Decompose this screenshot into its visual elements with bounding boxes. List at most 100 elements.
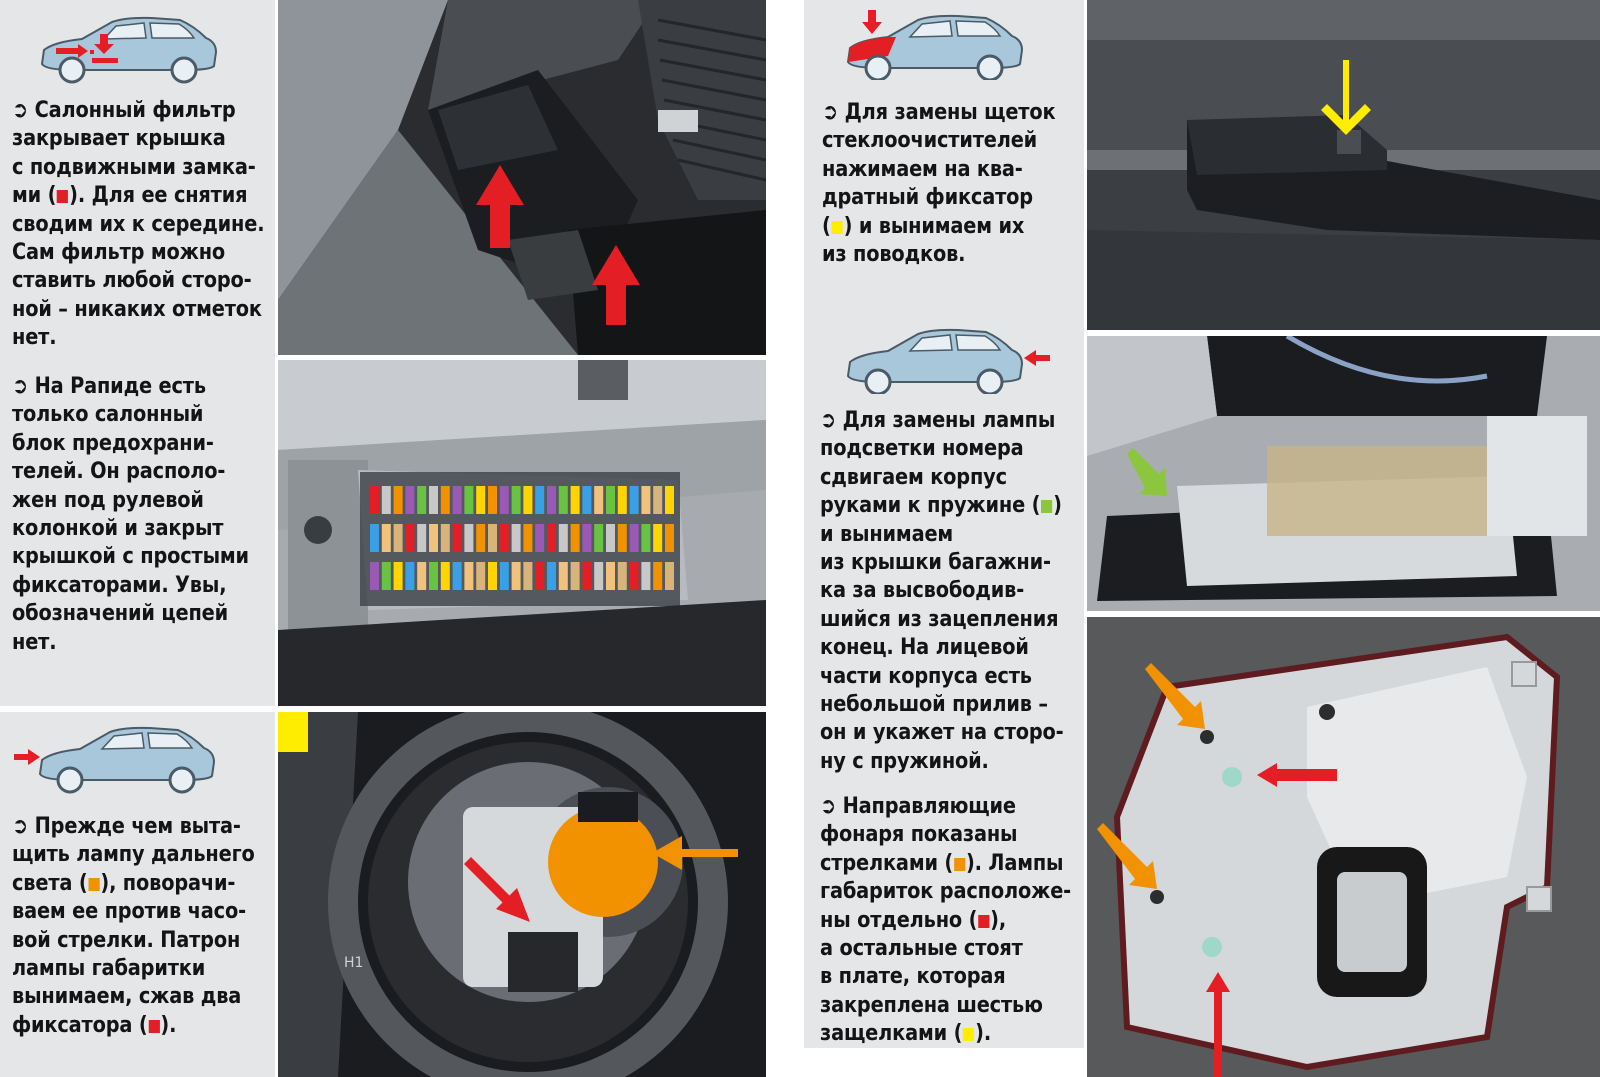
fuse bbox=[523, 562, 533, 590]
yellow-marker-swatch bbox=[963, 1028, 975, 1042]
fuse bbox=[405, 486, 415, 514]
caption-line: он и укажет на сторо- bbox=[820, 719, 1064, 746]
orange-marker-swatch bbox=[88, 877, 100, 891]
circled-arrow-icon: ➲ bbox=[12, 373, 29, 399]
caption-line: Для замены лампы bbox=[842, 407, 1056, 433]
fuse bbox=[370, 562, 379, 590]
fuse bbox=[547, 524, 556, 552]
fuse bbox=[582, 562, 592, 590]
caption-line: ны отдельно ( bbox=[820, 906, 978, 933]
caption-line: габариток расположе- bbox=[820, 878, 1072, 905]
fuse bbox=[582, 486, 592, 514]
caption-line: фиксаторами. Увы, bbox=[12, 571, 227, 598]
caption-line: в плате, которая bbox=[820, 963, 1006, 990]
yellow-marker-swatch bbox=[831, 220, 843, 234]
caption-line: руками к пружине ( bbox=[820, 492, 1041, 519]
fuse bbox=[606, 486, 615, 514]
caption-line: а остальные стоят bbox=[820, 935, 1023, 962]
fuse-box-photo bbox=[278, 360, 766, 706]
caption-line: ), bbox=[990, 906, 1007, 933]
caption-line: небольшой прилив – bbox=[820, 691, 1048, 718]
fuse bbox=[641, 486, 651, 514]
fuse bbox=[405, 562, 415, 590]
sedan-car-icon bbox=[14, 726, 216, 794]
caption-line: сводим их к середине. bbox=[12, 210, 265, 237]
fuse bbox=[417, 524, 427, 552]
green-arrow-icon bbox=[1127, 448, 1167, 496]
fuse bbox=[393, 486, 403, 514]
caption-line: Направляющие bbox=[842, 793, 1016, 819]
fuse bbox=[570, 524, 580, 552]
fuse bbox=[523, 486, 533, 514]
caption-line: ставить любой сторо- bbox=[12, 267, 252, 294]
right-text-panel bbox=[804, 0, 1084, 1048]
caption-line: ми ( bbox=[12, 182, 57, 209]
caption-line: лампы габаритки bbox=[12, 955, 206, 982]
sedan-car-icon bbox=[40, 16, 218, 84]
caption-line: ка за высвободив- bbox=[820, 577, 1025, 604]
caption-line: дратный фиксатор bbox=[822, 184, 1033, 211]
fuse bbox=[547, 562, 556, 590]
sedan-car-icon bbox=[846, 10, 1024, 80]
fuse bbox=[499, 524, 509, 552]
caption-line: шийся из зацепления bbox=[820, 605, 1059, 632]
fuse bbox=[405, 524, 415, 552]
caption-line: Для замены щеток bbox=[844, 99, 1056, 125]
fuse bbox=[417, 562, 427, 590]
cabin-filter-caption: ➲ Салонный фильтр закрывает крышка с под… bbox=[12, 96, 270, 352]
fuse bbox=[464, 562, 474, 590]
fuse bbox=[653, 524, 663, 552]
circled-arrow-icon: ➲ bbox=[820, 793, 837, 819]
sedan-car-icon bbox=[846, 328, 1050, 394]
caption-line: телей. Он располо- bbox=[12, 458, 226, 485]
circled-arrow-icon: ➲ bbox=[822, 99, 839, 125]
fuse bbox=[488, 524, 497, 552]
caption-line: нет. bbox=[12, 324, 57, 351]
fuse-box-caption: ➲ На Рапиде есть только салонный блок пр… bbox=[12, 372, 270, 656]
orange-marker-swatch bbox=[953, 857, 966, 871]
fuse bbox=[582, 524, 592, 552]
fuse bbox=[429, 562, 438, 590]
caption-line: ). Для ее снятия bbox=[69, 182, 248, 209]
circled-arrow-icon: ➲ bbox=[820, 407, 837, 433]
arrows bbox=[464, 836, 738, 922]
fuse bbox=[381, 524, 391, 552]
arrows bbox=[1097, 663, 1337, 1077]
fuse bbox=[429, 524, 438, 552]
caption-line: ну с пружиной. bbox=[820, 747, 989, 774]
fuse bbox=[523, 524, 533, 552]
caption-line: нажимаем на ква- bbox=[822, 155, 1023, 182]
red-marker-swatch bbox=[57, 190, 69, 204]
tail-lamp-photo bbox=[1087, 617, 1600, 1077]
fuse bbox=[535, 524, 545, 552]
fuse bbox=[665, 524, 674, 552]
fuse bbox=[499, 562, 509, 590]
caption-line: защелками ( bbox=[820, 1020, 963, 1047]
caption-line: ). bbox=[160, 1011, 177, 1038]
orange-arrow-icon bbox=[652, 836, 738, 870]
caption-line: вынимаем, сжав два bbox=[12, 983, 242, 1010]
fuse bbox=[653, 486, 663, 514]
fuse bbox=[570, 562, 580, 590]
red-marker-swatch bbox=[148, 1019, 160, 1033]
cabin-filter-photo bbox=[278, 0, 766, 355]
wiper-photo bbox=[1087, 0, 1600, 330]
fuse bbox=[381, 486, 391, 514]
fuse bbox=[617, 524, 627, 552]
caption-line: фонаря показаны bbox=[820, 821, 1018, 848]
caption-line: блок предохрани- bbox=[12, 429, 214, 456]
fuse bbox=[606, 524, 615, 552]
fuse bbox=[535, 486, 545, 514]
fuse bbox=[370, 524, 379, 552]
caption-line: подсветки номера bbox=[820, 435, 1024, 462]
red-arrow-icon bbox=[476, 165, 640, 325]
left-horizontal-divider bbox=[0, 706, 275, 712]
caption-line: света ( bbox=[12, 869, 88, 896]
fuse bbox=[558, 486, 568, 514]
fuse bbox=[440, 524, 450, 552]
fuse bbox=[476, 524, 486, 552]
caption-line: ) bbox=[1053, 492, 1062, 519]
fuse bbox=[547, 486, 556, 514]
caption-line: стеклоочистителей bbox=[822, 127, 1038, 154]
fuse bbox=[476, 486, 486, 514]
